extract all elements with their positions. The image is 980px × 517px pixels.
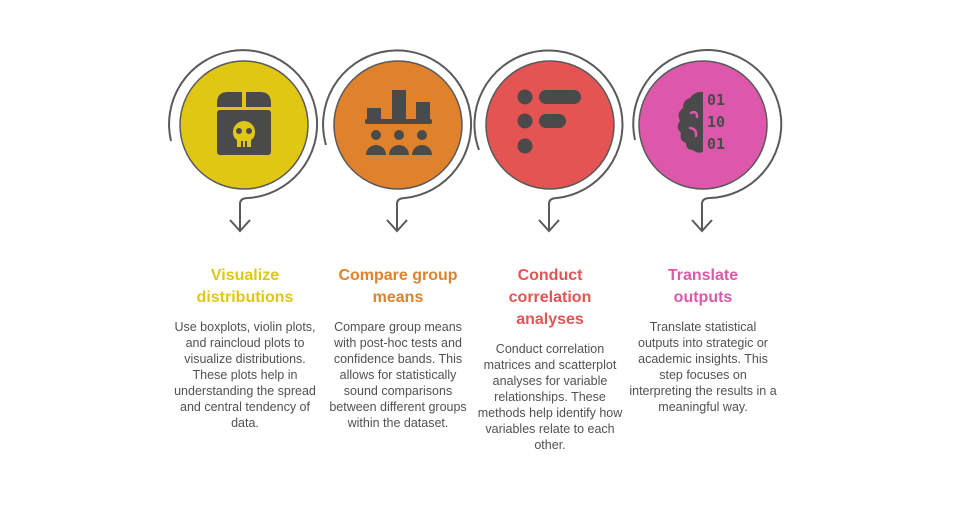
list-bullets-icon — [517, 89, 581, 154]
step-3-text: Conduct correlation analyses Conduct cor… — [475, 265, 625, 453]
title-line: analyses — [516, 311, 584, 328]
title-line: means — [372, 289, 424, 306]
title-line: Translate — [667, 267, 739, 284]
step-3-description: Conduct correlation matrices and scatter… — [477, 342, 623, 452]
box-skull-icon — [217, 92, 271, 155]
title-line: Visualize — [210, 267, 280, 284]
step-2-text: Compare group means Compare group means … — [323, 265, 473, 431]
step-1-title: Visualize distributions — [170, 265, 320, 309]
step-3-graphic — [473, 49, 624, 233]
bar-chart-audience-icon — [365, 90, 432, 155]
step-1-text: Visualize distributions Use boxplots, vi… — [170, 265, 320, 431]
title-line: distributions — [196, 289, 294, 306]
step-3-title: Conduct correlation analyses — [475, 265, 625, 331]
step-2-circle — [333, 60, 463, 190]
step-2-outline-arrow — [322, 49, 473, 233]
step-4-outline-arrow — [632, 49, 783, 233]
step-2-title: Compare group means — [323, 265, 473, 309]
binary-row-2: 10 — [707, 113, 725, 131]
step-2-graphic — [322, 49, 473, 233]
title-line: correlation — [508, 289, 592, 306]
title-line: outputs — [673, 289, 733, 306]
step-4-description: Translate statistical outputs into strat… — [629, 320, 777, 414]
step-1-outline-arrow — [168, 49, 319, 233]
step-1-graphic — [168, 49, 319, 233]
step-3-outline-arrow — [473, 49, 624, 233]
brain-binary-icon: 01 10 01 — [677, 91, 725, 153]
step-2-description: Compare group means with post-hoc tests … — [329, 320, 467, 430]
title-line: Conduct — [517, 267, 583, 284]
binary-row-1: 01 — [707, 91, 725, 109]
step-4-title: Translate outputs — [628, 265, 778, 309]
title-line: Compare group — [338, 267, 458, 284]
step-4-text: Translate outputs Translate statistical … — [628, 265, 778, 415]
step-4-graphic: 01 10 01 — [632, 49, 783, 233]
binary-row-3: 01 — [707, 135, 725, 153]
step-1-description: Use boxplots, violin plots, and rainclou… — [174, 320, 316, 430]
